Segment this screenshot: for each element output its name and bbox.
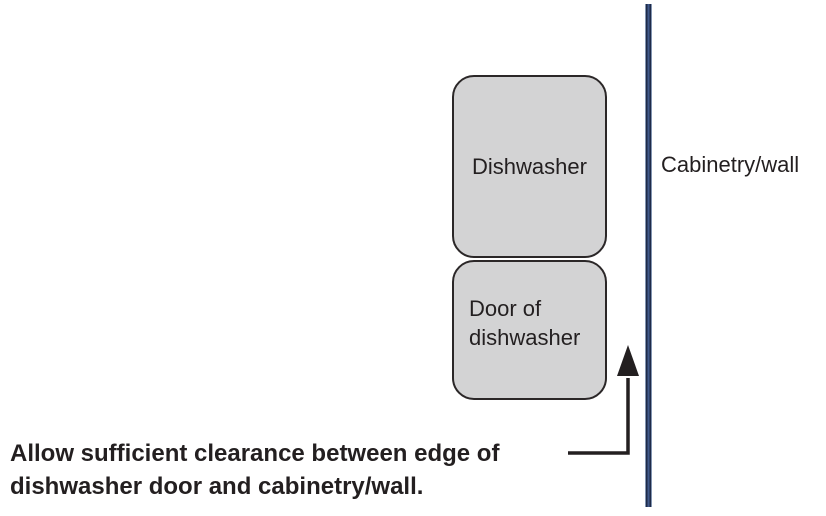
dishwasher-box: Dishwasher xyxy=(452,75,607,258)
clearance-arrow-head-icon xyxy=(617,345,639,376)
dishwasher-door-label: Door of dishwasher xyxy=(469,296,581,350)
clearance-arrow xyxy=(568,345,639,455)
clearance-arrow-line xyxy=(568,378,630,455)
clearance-caption: Allow sufficient clearance between edge … xyxy=(10,437,590,503)
clearance-caption-line2: dishwasher door and cabinetry/wall. xyxy=(10,473,424,500)
dishwasher-box-label: Dishwasher xyxy=(472,154,587,179)
cabinetry-wall-line xyxy=(645,4,652,507)
clearance-caption-line1: Allow sufficient clearance between edge … xyxy=(10,440,500,467)
dishwasher-door-box: Door of dishwasher xyxy=(452,260,607,400)
cabinetry-wall-label: Cabinetry/wall xyxy=(661,152,800,177)
